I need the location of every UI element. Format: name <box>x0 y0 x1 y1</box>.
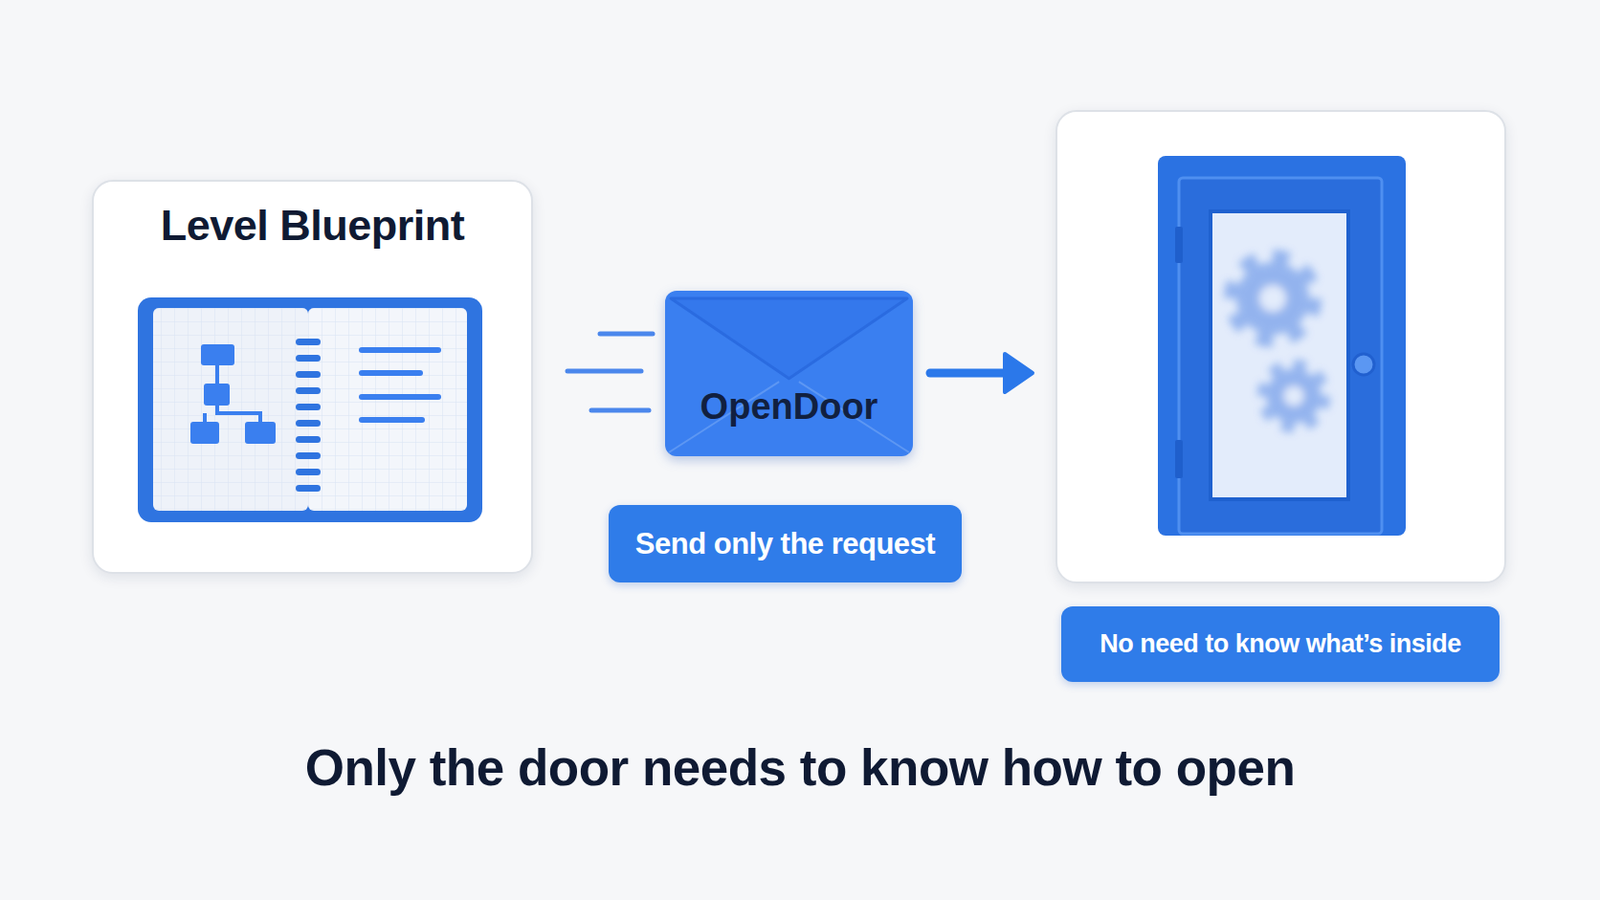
gears <box>1230 256 1326 428</box>
envelope-shape <box>665 290 913 457</box>
message-label: OpenDoor <box>700 386 879 428</box>
pill-label: Send only the request <box>635 527 935 562</box>
envelope-flap <box>670 298 908 379</box>
door-card <box>1055 110 1507 584</box>
note-pill: No need to know what’s inside <box>1061 606 1500 683</box>
card-heading: Level Blueprint <box>93 200 532 251</box>
message-envelope: OpenDoor <box>665 290 913 457</box>
door-frame <box>1157 155 1406 536</box>
caption-text: Only the door needs to know how to open <box>0 738 1600 798</box>
flow-arrow <box>930 354 1033 393</box>
door-knob <box>1353 354 1375 376</box>
hinge <box>1175 440 1183 479</box>
note-pill: Send only the request <box>608 505 962 583</box>
blueprint-card: Level Blueprint <box>91 179 534 575</box>
door-glass <box>1210 211 1349 500</box>
pill-label: No need to know what’s inside <box>1099 629 1462 660</box>
hinge <box>1175 226 1183 264</box>
speed-lines <box>567 333 653 411</box>
door-icon <box>1157 155 1406 536</box>
